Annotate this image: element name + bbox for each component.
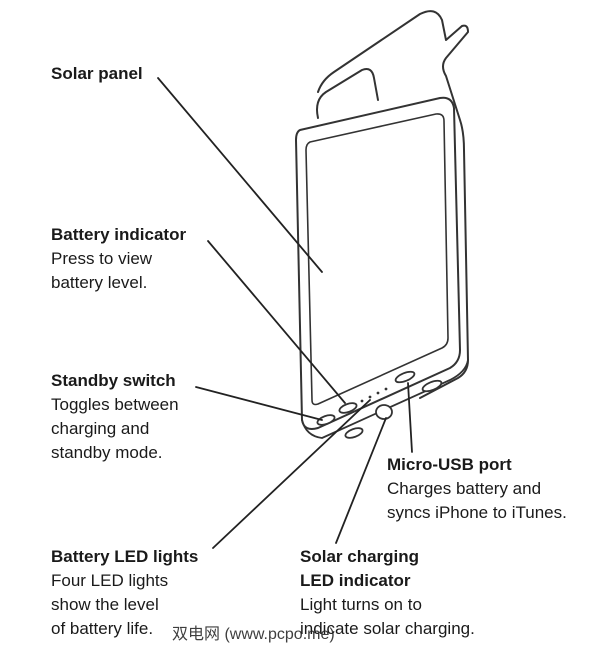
callout-standby-switch: Standby switch Toggles between charging … bbox=[51, 369, 179, 465]
battery-led-light bbox=[368, 395, 372, 399]
callout-desc: Four LED lights bbox=[51, 571, 169, 590]
battery-indicator-button bbox=[338, 402, 358, 414]
callout-battery-indicator: Battery indicator Press to view battery … bbox=[51, 223, 186, 295]
case-back-shell bbox=[317, 10, 469, 399]
leader-solar-led bbox=[335, 417, 387, 544]
leader-solar-panel bbox=[157, 77, 323, 273]
callout-micro-usb-port: Micro-USB port Charges battery and syncs… bbox=[387, 453, 567, 525]
solar-panel-surface bbox=[305, 113, 449, 406]
callout-solar-panel: Solar panel bbox=[51, 62, 143, 86]
standby-switch-button bbox=[316, 414, 336, 426]
callout-desc: charging and bbox=[51, 419, 150, 438]
callout-desc: Light turns on to bbox=[300, 595, 422, 614]
callout-title: LED indicator bbox=[300, 571, 411, 590]
callout-solar-charging-led: Solar charging LED indicator Light turns… bbox=[300, 545, 475, 641]
battery-led-light bbox=[384, 387, 388, 391]
callout-title: Battery indicator bbox=[51, 225, 187, 244]
callout-title: Micro-USB port bbox=[387, 455, 512, 474]
callout-desc: battery level. bbox=[51, 273, 148, 292]
leader-battery-indicator bbox=[207, 240, 346, 404]
case-camera-cutout bbox=[316, 68, 379, 119]
solar-led-indicator bbox=[375, 404, 393, 420]
callout-title: Solar charging bbox=[300, 547, 420, 566]
micro-usb-port bbox=[394, 370, 416, 384]
callout-desc: standby mode. bbox=[51, 443, 163, 462]
callout-desc: show the level bbox=[51, 595, 159, 614]
leader-battery-led bbox=[212, 399, 371, 549]
callout-title: Battery LED lights bbox=[51, 547, 199, 566]
callout-desc: Charges battery and bbox=[387, 479, 542, 498]
watermark: 双电网 (www.pcpo.me) bbox=[172, 626, 335, 643]
callout-title: Standby switch bbox=[51, 371, 176, 390]
callout-title: Solar panel bbox=[51, 64, 143, 83]
speaker-grille-right bbox=[421, 379, 443, 393]
callout-desc: of battery life. bbox=[51, 619, 154, 638]
case-front-frame bbox=[295, 96, 461, 430]
callout-desc: indicate solar charging. bbox=[300, 619, 475, 638]
callout-desc: syncs iPhone to iTunes. bbox=[387, 503, 567, 522]
callout-desc: Toggles between bbox=[51, 395, 179, 414]
callout-battery-led-lights: Battery LED lights Four LED lights show … bbox=[51, 545, 198, 641]
callout-desc: Press to view bbox=[51, 249, 153, 268]
battery-led-light bbox=[360, 399, 364, 403]
speaker-grille-left bbox=[344, 427, 364, 439]
leader-standby-switch bbox=[195, 386, 323, 421]
battery-led-light bbox=[376, 391, 380, 395]
leader-micro-usb bbox=[407, 382, 413, 453]
